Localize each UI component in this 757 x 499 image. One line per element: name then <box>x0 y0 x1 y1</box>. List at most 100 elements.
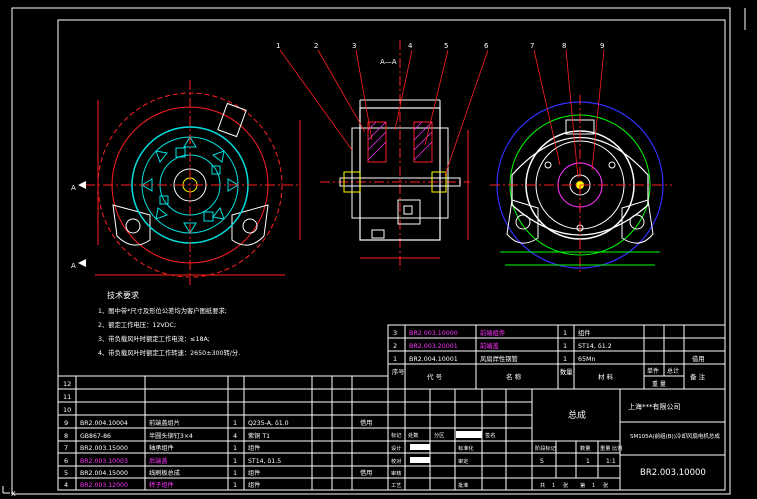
role-design: 设计 <box>391 444 401 452</box>
bom-qty: 1 <box>563 355 567 363</box>
right-left-ear-hole <box>515 214 531 230</box>
role-check: 校对 <box>391 457 401 465</box>
left-terminal-box <box>217 102 247 138</box>
bom-qty: 1 <box>233 469 237 477</box>
sheet-total-unit: 张 <box>563 481 569 489</box>
bom-header-weight: 重 量 <box>652 380 666 388</box>
bom-no: 8 <box>64 432 68 440</box>
bom-name: 前端组件 <box>480 328 505 337</box>
right-right-ear <box>621 199 654 244</box>
bom-qty: 1 <box>233 457 237 465</box>
role-process: 工艺 <box>391 482 401 489</box>
bom-lower-grid <box>57 375 389 491</box>
bom-code: BR2.004.15000 <box>80 470 128 477</box>
section-label-a-left: A <box>71 184 76 192</box>
bom-qty: 1 <box>563 342 567 350</box>
sheet-total-label: 共 <box>540 481 545 489</box>
bom-name: 后端盖 <box>149 457 168 465</box>
rev-label-count: 处数 <box>408 431 419 439</box>
mid-bearing-right <box>431 171 447 193</box>
ucs-icon: X <box>2 486 16 498</box>
bom-lower-row-12: 12 <box>63 380 71 388</box>
bom-upper-row-1: 1 BR2.004.10001 风扇焊性钢管 1 65Mn 借用 <box>393 354 705 363</box>
left-view <box>78 80 300 285</box>
section-arrow-a <box>78 181 86 189</box>
bom-lower-row-8: 8 GB867-86 半圆头铆钉3×4 4 紫铜 T1 <box>64 432 270 440</box>
bom-material: 组件 <box>578 328 591 337</box>
bom-header-total: 总计 <box>667 367 679 375</box>
company-name: 上海***有限公司 <box>628 402 681 411</box>
mid-shaft <box>339 177 461 187</box>
left-ear <box>112 204 151 246</box>
balloon-5: 5 <box>444 42 448 50</box>
balloon-1: 1 <box>276 42 280 50</box>
bom-lower-row-7: 7 BR2.003.15000 轴承组件 1 组件 <box>64 444 260 452</box>
stage-scale-label: 比例 <box>612 444 622 452</box>
bom-no: 1 <box>393 355 397 363</box>
part-title: 总成 <box>568 409 586 421</box>
stage-mark-label: 阶段标记 <box>535 444 556 452</box>
bom-name: 转子组件 <box>149 481 174 489</box>
bom-lower-row-5: 5 BR2.004.15000 线刷板总成 1 组件 借用 <box>64 469 372 477</box>
mid-brush-plate <box>397 199 421 225</box>
right-bolt-2 <box>608 161 616 169</box>
bom-material: 紫铜 T1 <box>248 432 270 440</box>
mid-terminal <box>371 229 385 239</box>
sheet-current-label: 第 <box>580 481 585 489</box>
bom-code: BR2.003.10003 <box>80 458 128 465</box>
bom-no: 7 <box>64 444 68 452</box>
stage-labels: 阶段标记 数量 重量 比例 S 1 1:1 <box>535 444 622 465</box>
bom-code: BR2.004.10004 <box>80 420 128 427</box>
bom-qty: 1 <box>233 419 237 427</box>
bom-no: 2 <box>393 342 397 350</box>
title-block-grid <box>387 388 726 491</box>
balloon-3: 3 <box>352 42 356 50</box>
bom-qty: 4 <box>233 432 237 440</box>
sheet-info: 共 1 张 第 1 张 <box>540 481 609 489</box>
bom-no: 3 <box>393 329 397 337</box>
drawing-number: BR2.003.10000 <box>640 468 706 478</box>
role-labels: 设计 校对 审核 工艺 标准化 审定 批准 <box>391 444 474 489</box>
bom-note: 借用 <box>360 419 372 427</box>
bom-material: 65Mn <box>578 356 595 363</box>
balloon-8: 8 <box>562 42 566 50</box>
middle-section-view <box>299 40 470 270</box>
bom-note: 借用 <box>692 354 705 363</box>
role-approve: 审定 <box>458 457 468 465</box>
bom-no: 6 <box>64 457 68 465</box>
role-review: 审核 <box>391 469 401 477</box>
bom-code: BR2.003.20001 <box>409 343 458 350</box>
bom-header-material: 材 料 <box>598 372 614 381</box>
bom-lower-row-9: 9 BR2.004.10004 前端盖组片 1 Q235-A, δ1.0 借用 <box>64 419 372 427</box>
bom-no: 4 <box>64 481 68 489</box>
sheet-current-unit: 张 <box>603 481 609 489</box>
bom-material: ST14, δ1.2 <box>578 343 612 350</box>
bom-name: 半圆头铆钉3×4 <box>149 432 193 440</box>
bom-header-qty: 数量 <box>560 367 573 376</box>
stage-weight-label: 重量 <box>600 444 610 452</box>
bom-no: 9 <box>64 419 68 427</box>
leader-lines <box>279 49 605 179</box>
product-name: SM105A(前组(B))冷却风扇电机总成 <box>630 432 720 440</box>
balloon-4: 4 <box>408 42 413 50</box>
bom-material: 组件 <box>248 469 260 477</box>
bom-code: BR2.003.15000 <box>80 445 128 452</box>
role-authorize: 批准 <box>458 481 468 489</box>
bom-qty: 1 <box>233 444 237 452</box>
bom-no: 11 <box>63 393 71 401</box>
tech-req-item-4: 4、带负载风叶时额定工作转速：2650±300转/分. <box>98 348 240 357</box>
bom-header-code: 代 号 <box>427 372 443 381</box>
rev-label-sign: 签名 <box>485 431 495 439</box>
bom-material: Q235-A, δ1.0 <box>248 420 289 427</box>
right-view <box>490 95 672 275</box>
ucs-x-label: X <box>11 490 16 498</box>
stage-qty-label: 数量 <box>580 444 590 452</box>
bom-no: 12 <box>63 380 71 388</box>
left-ear-hole <box>125 218 141 234</box>
stage-scale-value: 1:1 <box>606 458 616 465</box>
sheet-current-value: 1 <box>592 483 595 489</box>
mid-bearing-left <box>343 171 361 193</box>
bom-no: 5 <box>64 469 68 477</box>
bom-upper-grid <box>387 324 726 390</box>
